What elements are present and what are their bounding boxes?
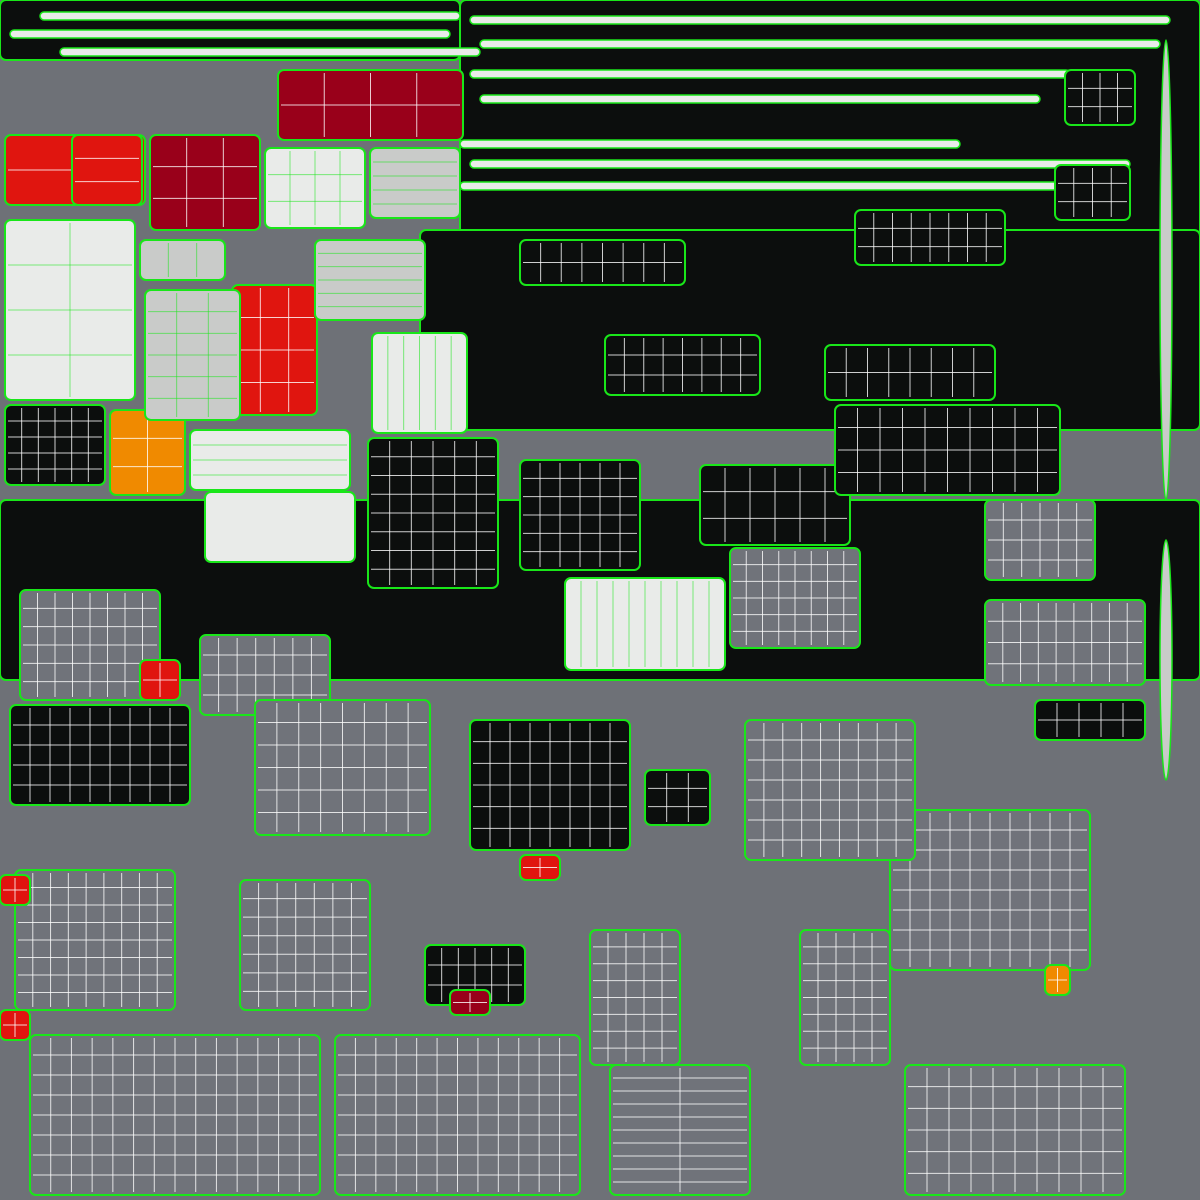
dark-tile-island — [644, 769, 711, 826]
uv-strip — [469, 159, 1131, 169]
dark-lamp-island-5 — [824, 344, 996, 401]
gray-panel-island-2 — [799, 929, 891, 1066]
gray-panel-island — [589, 929, 681, 1066]
red-shield-island — [231, 284, 318, 416]
dark-lamp-island — [699, 464, 851, 546]
red-panel-island-2 — [71, 134, 143, 206]
white-island — [264, 147, 366, 229]
gray-seat-island — [29, 1034, 321, 1196]
dark-bar-island — [604, 334, 761, 396]
gray-window-island-2 — [254, 699, 431, 836]
white-stripe-island — [564, 577, 726, 671]
dark-window-island — [469, 719, 631, 851]
dark-lamp-island-4 — [519, 239, 686, 286]
uv-strip — [1159, 39, 1173, 501]
gray-frame-island — [984, 599, 1146, 686]
dark-lamp-island-3 — [854, 209, 1006, 266]
uv-strip — [479, 94, 1041, 104]
white-h-island — [204, 491, 356, 563]
gray-door-island-2 — [239, 879, 371, 1011]
uv-strip — [459, 181, 1081, 191]
uv-strip — [59, 47, 481, 57]
white-door-island — [4, 219, 136, 401]
light-stack-island — [314, 239, 426, 321]
gray-fender-island-2 — [984, 499, 1096, 581]
uv-strip — [479, 39, 1161, 49]
uv-strip — [9, 29, 451, 39]
light-island-2-shape — [139, 239, 226, 281]
gray-seat-island-2 — [334, 1034, 581, 1196]
dark-trapezoid-island — [367, 437, 499, 589]
dark-red-panel-island — [277, 69, 464, 141]
light-island-2 — [139, 239, 226, 281]
accent-island — [139, 659, 181, 701]
white-bar-island — [189, 429, 351, 491]
dark-square-island — [519, 459, 641, 571]
accent-island — [0, 1009, 31, 1041]
gray-door-island-2-shape — [239, 879, 371, 1011]
accent-island — [519, 854, 561, 881]
dark-lamp-island-2 — [834, 404, 1061, 496]
dark-windshield-island-shape — [9, 704, 191, 806]
dark-small-island-2 — [1054, 164, 1131, 221]
dark-grid-island — [4, 404, 106, 486]
light-island — [369, 147, 461, 219]
uv-strip — [469, 15, 1171, 25]
uv-strip — [459, 139, 961, 149]
gray-loop-island — [889, 809, 1091, 971]
gray-quarter-island-2 — [199, 634, 331, 716]
uv-strip — [39, 11, 461, 21]
dark-small-island — [1064, 69, 1136, 126]
gray-window-island — [744, 719, 916, 861]
dark-red-block-island — [149, 134, 261, 231]
uv-strip — [469, 69, 1071, 79]
gray-roof-island — [904, 1064, 1126, 1196]
dark-tile-island-shape — [644, 769, 711, 826]
white-h-island-shape — [204, 491, 356, 563]
dark-windshield-island — [9, 704, 191, 806]
gray-door-island — [14, 869, 176, 1011]
accent-island — [0, 874, 31, 906]
gray-window-island-shape — [744, 719, 916, 861]
red-panel-island-2-shape — [71, 134, 143, 206]
gray-slats-island — [609, 1064, 751, 1196]
light-island-shape — [369, 147, 461, 219]
uv-strip — [1159, 539, 1173, 781]
dark-red-block-island-shape — [149, 134, 261, 231]
light-diamond-island — [144, 289, 241, 421]
orange-island — [109, 409, 186, 496]
gray-fender-island — [729, 547, 861, 649]
accent-island — [1044, 964, 1071, 996]
dark-tile-island-3 — [1034, 699, 1146, 741]
white-grille-island — [371, 332, 468, 434]
accent-island — [449, 989, 491, 1016]
gray-quarter-island — [19, 589, 161, 701]
